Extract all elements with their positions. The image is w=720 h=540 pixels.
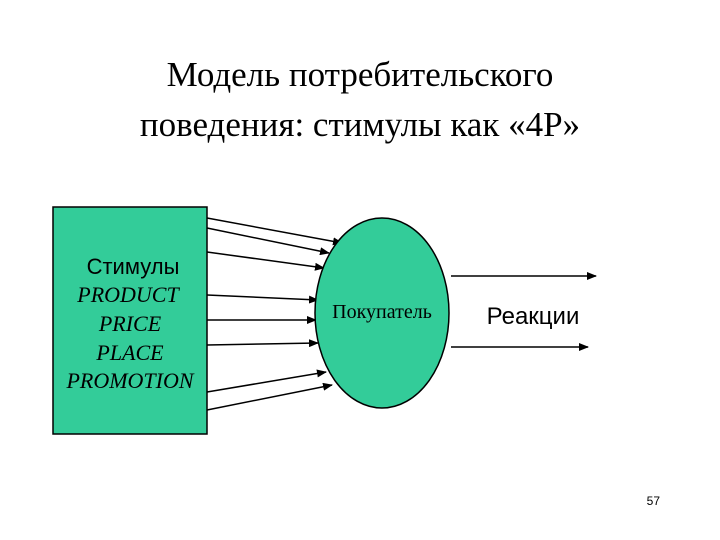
stimuli-box bbox=[52, 206, 208, 435]
stimulus-product: PRODUCT bbox=[76, 282, 180, 307]
stimulus-arrow bbox=[206, 227, 330, 256]
stimulus-arrow bbox=[206, 382, 333, 411]
slide-title-line-1: Модель потребительского bbox=[166, 55, 554, 94]
stimulus-price: PRICE bbox=[98, 311, 162, 336]
stimulus-arrow bbox=[206, 251, 325, 271]
stimulus-arrows bbox=[206, 217, 343, 411]
stimulus-arrow bbox=[206, 339, 319, 348]
reactions-label: Реакции bbox=[487, 303, 580, 330]
stimulus-arrow bbox=[206, 217, 343, 246]
page-number: 57 bbox=[646, 494, 660, 508]
stimulus-promotion: PROMOTION bbox=[65, 368, 194, 393]
slide-title: Модель потребительского поведения: стиму… bbox=[40, 50, 680, 150]
buyer-ellipse bbox=[314, 217, 450, 409]
buyer-label: Покупатель bbox=[332, 301, 432, 323]
stimuli-heading: Стимулы bbox=[87, 254, 180, 279]
reaction-arrows bbox=[451, 272, 597, 351]
stimulus-arrow bbox=[206, 369, 327, 393]
stimulus-arrow bbox=[206, 294, 319, 304]
slide-title-line-2: поведения: стимулы как «4P» bbox=[139, 105, 581, 144]
stimulus-place: PLACE bbox=[95, 340, 164, 365]
